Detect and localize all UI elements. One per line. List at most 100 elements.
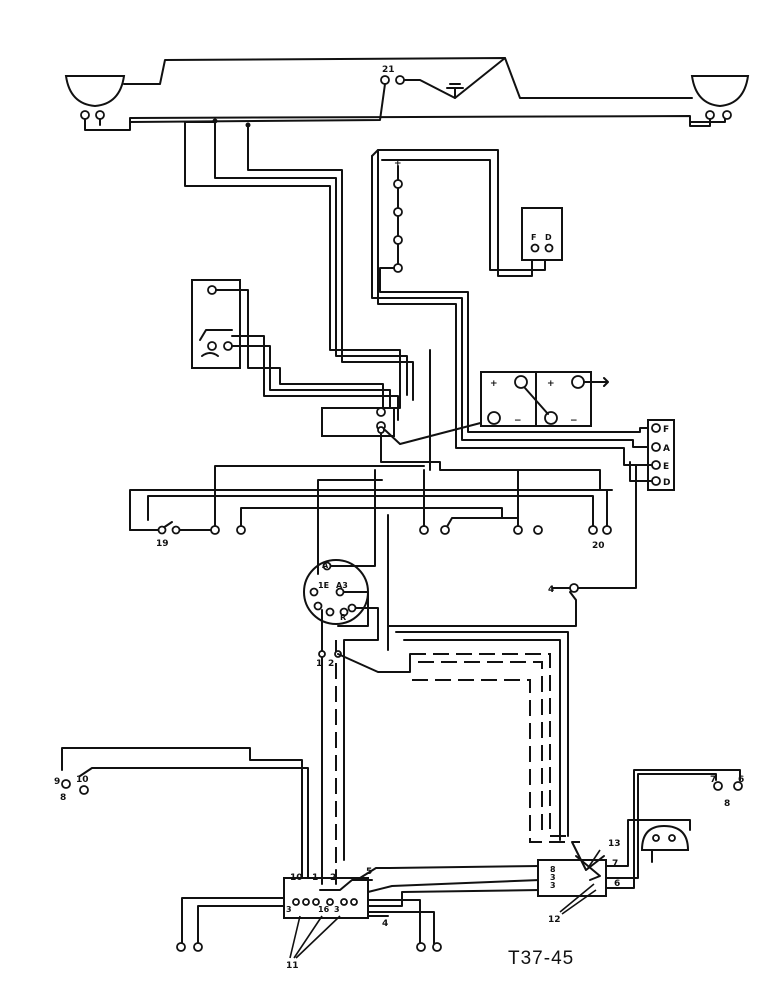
- dist-lamps-2: [444, 517, 503, 531]
- right-headlamp: [690, 75, 750, 108]
- tail-lamp-base: [641, 849, 689, 863]
- dist-main: [129, 489, 608, 531]
- fd-label-d: D: [545, 233, 552, 242]
- figure-reference: T37-45: [508, 948, 574, 969]
- terminal-21b: [395, 75, 405, 85]
- harness-a: [184, 121, 401, 393]
- ign-to-battery: [384, 419, 493, 445]
- rb-label-3b: 3: [550, 881, 556, 890]
- gen-label-f: F: [663, 425, 669, 435]
- battery-ground: [583, 377, 609, 387]
- dist-wire-top: [330, 469, 376, 567]
- horn-ground-symbol: [446, 83, 464, 99]
- harness-c: [247, 125, 414, 401]
- light-switch-box: [191, 279, 241, 369]
- switch-wire-1: [215, 289, 384, 411]
- wire-to-E: [377, 149, 654, 466]
- sw-label-3b: 3: [334, 905, 340, 914]
- rb-label-3a: 3: [550, 873, 556, 882]
- lamp-terminal-l1: [80, 110, 90, 120]
- sw-to-right-3: [367, 889, 541, 907]
- tail-lamp: [640, 824, 690, 851]
- label-12: 12: [548, 915, 561, 925]
- battery-plus-1: +: [490, 379, 498, 389]
- left-headlamp: [64, 75, 126, 108]
- label-20: 20: [592, 541, 605, 551]
- battery-plus-2: +: [547, 379, 555, 389]
- switch-wire-3: [231, 335, 399, 421]
- label-21: 21: [382, 65, 395, 75]
- sw-out-right-1: [367, 899, 421, 945]
- switch-wire-4: [199, 329, 233, 341]
- label-13: 13: [608, 839, 621, 849]
- sw-label-1: 1: [312, 873, 318, 883]
- label-11: 11: [286, 961, 299, 971]
- battery-link: [524, 387, 549, 415]
- chain-plus: +: [394, 159, 402, 169]
- lamp-wire-low: [84, 115, 711, 131]
- leader-12: [559, 883, 597, 915]
- battery-minus-2: −: [570, 416, 578, 426]
- wire-fd-loop: [371, 149, 533, 277]
- rb-inner-2: [575, 855, 601, 881]
- rb-wire-7: [605, 819, 691, 867]
- sw-inputs: [301, 869, 337, 885]
- label-7-right: 7: [710, 775, 716, 785]
- dist-label-a: A: [322, 561, 329, 570]
- label-10: 10: [76, 775, 89, 785]
- lamp-terminal-r1: [705, 110, 715, 120]
- battery-minus-1: −: [514, 416, 522, 426]
- rb-wire-6: [605, 773, 717, 879]
- rb-label-6: 6: [614, 879, 620, 889]
- solid-loop-1: [403, 639, 561, 841]
- dashed-loop-2: [418, 661, 543, 830]
- sw-label-10: 10: [290, 873, 303, 883]
- gen-label-d: D: [663, 478, 670, 488]
- sw-label-2: 2: [330, 873, 336, 883]
- gen-d-wire: [629, 461, 653, 482]
- label-4-top: 4: [548, 585, 554, 595]
- rb-label-8: 8: [550, 865, 556, 874]
- gen-e-to-4: [577, 464, 653, 589]
- headlamp-bus-top: [123, 57, 693, 99]
- sw-to-right-2: [367, 879, 541, 893]
- wire-10: [79, 767, 309, 871]
- lamp-terminal-l2: [95, 110, 105, 120]
- sw-out-right-2: [367, 911, 435, 945]
- conn-label-2: 2: [328, 659, 334, 669]
- label-8-right: 8: [724, 799, 730, 809]
- dist-vertical: [423, 349, 431, 527]
- label-6-right: 6: [738, 775, 744, 785]
- lamp-terminal-r2: [722, 110, 732, 120]
- fd-label-f: F: [531, 233, 536, 242]
- rb-wire-8: [605, 769, 741, 889]
- sw-out-left-2: [197, 905, 285, 945]
- label-8-left: 8: [60, 793, 66, 803]
- conn-2-right: [337, 653, 411, 673]
- dist-wire-down: [343, 607, 379, 861]
- leader-13: [587, 849, 601, 869]
- dist-label-1e: 1E: [318, 581, 329, 590]
- sw-label-16: 16: [318, 905, 330, 914]
- leader-11: [289, 915, 341, 959]
- switch-lever: [201, 352, 219, 357]
- gen-label-a: A: [663, 444, 670, 454]
- sw-label-3a: 3: [286, 905, 292, 914]
- horn-wire: [404, 57, 506, 99]
- ign-in-1: [389, 391, 401, 409]
- dist-label-r: R: [340, 613, 346, 622]
- label-19: 19: [156, 539, 169, 549]
- solid-loop-2: [395, 631, 569, 837]
- wire-9: [61, 747, 303, 871]
- terminal-21: [380, 75, 390, 85]
- dashed-loop-1: [410, 653, 572, 837]
- sw-label-4: 4: [382, 919, 388, 929]
- rb-label-7: 7: [612, 859, 618, 869]
- sw-inner-1: [319, 879, 373, 891]
- rb-inner: [571, 841, 605, 871]
- conn-label-1: 1: [316, 659, 322, 669]
- sw-to-right-1: [359, 865, 541, 879]
- dist-label-a3: A3: [336, 581, 348, 590]
